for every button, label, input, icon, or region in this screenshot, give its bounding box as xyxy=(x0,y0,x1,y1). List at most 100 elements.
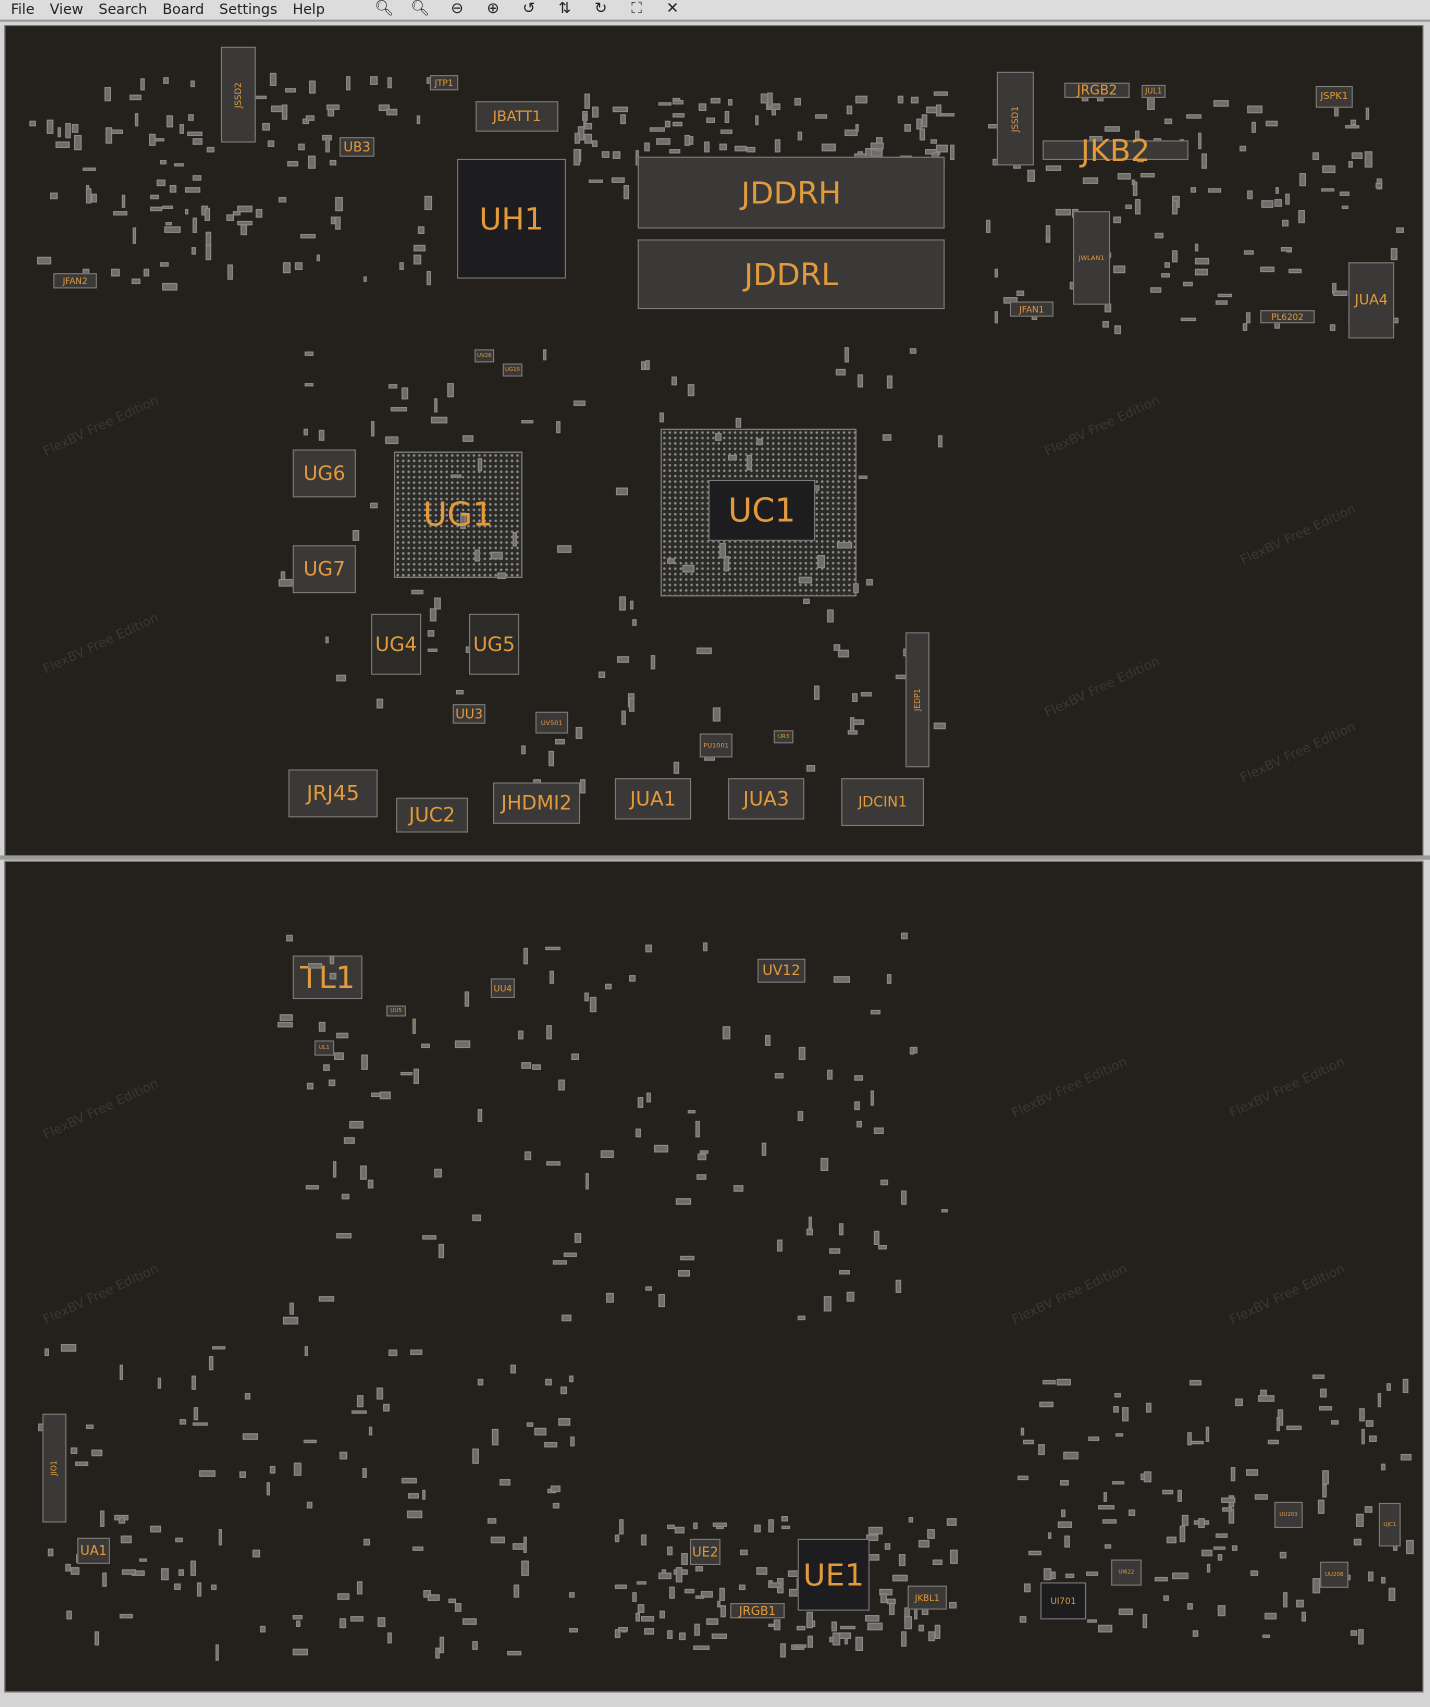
component-jedp1[interactable]: JEDP1 xyxy=(905,632,930,768)
component-jua1[interactable]: JUA1 xyxy=(614,778,692,820)
rotate-cw-icon[interactable]: ↻ xyxy=(594,0,608,18)
component-jddrl[interactable]: JDDRL xyxy=(637,239,945,310)
component-jua3[interactable]: JUA3 xyxy=(728,778,805,820)
component-juc2[interactable]: JUC2 xyxy=(396,797,468,833)
menu-settings[interactable]: Settings xyxy=(219,1,278,18)
pad xyxy=(191,247,197,256)
component-jkbl1[interactable]: JKBL1 xyxy=(907,1585,947,1610)
pad xyxy=(746,454,753,470)
component-ug7[interactable]: UG7 xyxy=(292,545,356,594)
zoom-plus-icon[interactable]: ⊕ xyxy=(486,0,500,18)
pad xyxy=(184,186,201,193)
component-ur3[interactable]: UR3 xyxy=(773,730,794,744)
component-ue1[interactable]: UE1 xyxy=(797,1538,870,1611)
component-jwlan1[interactable]: JWLAN1 xyxy=(1073,211,1111,305)
component-jddrh[interactable]: JDDRH xyxy=(637,156,945,229)
component-jhdmi2[interactable]: JHDMI2 xyxy=(492,782,581,824)
component-jbatt1[interactable]: JBATT1 xyxy=(475,101,559,132)
component-jul1[interactable]: JUL1 xyxy=(1141,84,1166,98)
component-ug1[interactable]: UG1 xyxy=(393,451,523,578)
zoom-minus-icon[interactable]: ⊖ xyxy=(450,0,464,18)
component-uu3[interactable]: UU3 xyxy=(452,704,486,724)
menu-board[interactable]: Board xyxy=(162,1,205,18)
pad xyxy=(1051,1571,1057,1579)
component-ug6[interactable]: UG6 xyxy=(292,449,356,498)
component-ujc1[interactable]: UJC1 xyxy=(1378,1502,1401,1547)
component-uv26[interactable]: UV26 xyxy=(474,349,495,363)
component-ul1[interactable]: UL1 xyxy=(314,1040,335,1056)
component-pl6202[interactable]: PL6202 xyxy=(1260,310,1315,324)
menu-help[interactable]: Help xyxy=(292,1,325,18)
panel-splitter[interactable] xyxy=(0,855,1430,860)
pad xyxy=(283,262,291,274)
component-uu203[interactable]: UU203 xyxy=(1274,1501,1303,1528)
component-jfan1[interactable]: JFAN1 xyxy=(1009,301,1054,317)
component-ue2[interactable]: UE2 xyxy=(689,1538,721,1565)
pad xyxy=(719,543,726,559)
component-jssd1[interactable]: JSSD1 xyxy=(996,71,1034,166)
component-jio1[interactable]: JIO1 xyxy=(42,1413,67,1523)
pad xyxy=(1254,1494,1268,1500)
rotate-ccw-icon[interactable]: ↺ xyxy=(522,0,536,18)
component-jssd2[interactable]: JSSD2 xyxy=(220,46,256,143)
component-uu4[interactable]: UU4 xyxy=(490,978,515,998)
component-ua1[interactable]: UA1 xyxy=(77,1537,110,1564)
fit-view-icon[interactable]: ⛶ xyxy=(631,0,642,18)
pad xyxy=(487,1517,496,1524)
component-uu208[interactable]: UU208 xyxy=(1320,1561,1349,1588)
pad xyxy=(336,1032,348,1039)
menu-view[interactable]: View xyxy=(49,1,84,18)
component-tl1[interactable]: TL1 xyxy=(292,955,363,1000)
component-uv12[interactable]: UV12 xyxy=(757,958,806,983)
pad xyxy=(933,722,946,730)
pad xyxy=(832,1632,840,1646)
pad xyxy=(615,1534,620,1543)
component-jrgb2[interactable]: JRGB2 xyxy=(1064,82,1130,98)
pad xyxy=(132,278,141,284)
component-jua4[interactable]: JUA4 xyxy=(1348,262,1395,339)
pad xyxy=(838,650,849,658)
pad xyxy=(1065,1573,1075,1579)
pad xyxy=(1400,1453,1412,1461)
pad xyxy=(376,1387,384,1400)
pad xyxy=(1060,1509,1066,1517)
pad xyxy=(870,142,884,150)
pad xyxy=(326,104,340,110)
pad xyxy=(1194,244,1199,251)
component-jrj45[interactable]: JRJ45 xyxy=(288,769,378,818)
component-ui701[interactable]: UI701 xyxy=(1040,1582,1087,1620)
component-pu1001[interactable]: PU1001 xyxy=(699,733,733,758)
zoom-out-icon[interactable]: 🔍︎ xyxy=(374,0,394,18)
pad xyxy=(1131,179,1135,186)
component-uv501[interactable]: UV501 xyxy=(535,711,569,734)
pad xyxy=(1154,232,1164,239)
component-ug5[interactable]: UG5 xyxy=(469,613,520,675)
component-ug4[interactable]: UG4 xyxy=(371,613,422,675)
pad xyxy=(433,398,438,412)
component-ub3[interactable]: UB3 xyxy=(339,137,375,157)
close-icon[interactable]: ✕ xyxy=(666,0,679,18)
pad xyxy=(613,106,628,112)
component-uc1[interactable]: UC1 xyxy=(708,479,816,541)
pad xyxy=(621,710,626,726)
component-jrgb1[interactable]: JRGB1 xyxy=(730,1603,785,1619)
component-uh1[interactable]: UH1 xyxy=(457,158,566,279)
pad xyxy=(1288,268,1302,274)
component-jkb2[interactable]: JKB2 xyxy=(1042,132,1189,168)
pad xyxy=(1104,125,1120,133)
menu-search[interactable]: Search xyxy=(98,1,148,18)
component-ui622[interactable]: UI622 xyxy=(1111,1559,1142,1586)
component-jspk1[interactable]: JSPK1 xyxy=(1315,85,1353,108)
flip-icon[interactable]: ⇅ xyxy=(558,0,572,18)
pad xyxy=(693,1522,698,1530)
component-ug15[interactable]: UG15 xyxy=(502,363,523,377)
component-jtp1[interactable]: JTP1 xyxy=(429,75,459,91)
zoom-in-icon[interactable]: 🔍︎ xyxy=(410,0,430,18)
component-uu5[interactable]: UU5 xyxy=(386,1005,406,1017)
component-jdcin1[interactable]: JDCIN1 xyxy=(841,778,924,827)
menu-file[interactable]: File xyxy=(10,1,35,18)
component-jfan2[interactable]: JFAN2 xyxy=(53,273,97,289)
pad xyxy=(1181,317,1197,322)
